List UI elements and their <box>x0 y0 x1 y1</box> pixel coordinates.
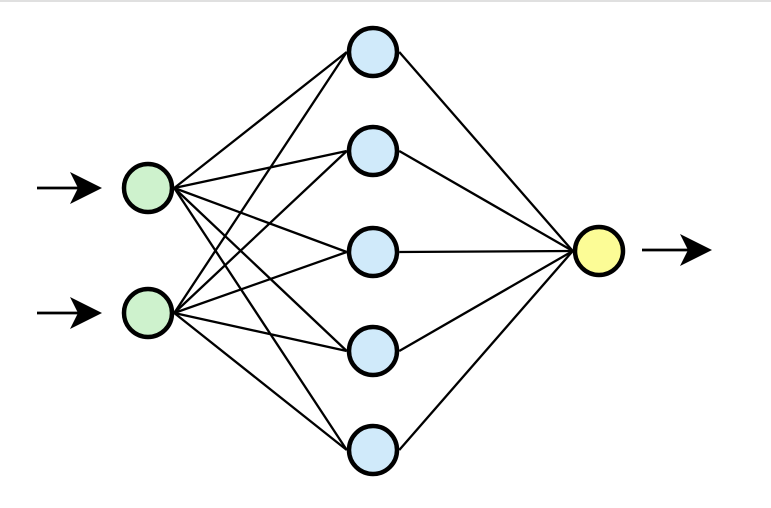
edge-h5-out1 <box>398 250 574 451</box>
edge-in1-h1 <box>173 51 348 189</box>
output-arrow <box>642 234 712 266</box>
arrow-head-icon <box>680 234 712 266</box>
input-arrow-1 <box>37 172 102 204</box>
top-border-line <box>0 0 771 2</box>
edge-in1-h2 <box>174 149 347 190</box>
edge-in2-h3 <box>173 250 348 315</box>
edge-h1-out1 <box>398 51 574 252</box>
edge-in2-h5 <box>173 312 348 451</box>
hidden-node-h4 <box>346 324 400 378</box>
edge-in1-h5 <box>173 187 348 451</box>
output-node-out1 <box>572 224 626 278</box>
input-arrow-2 <box>37 297 102 329</box>
input-node-in2 <box>121 286 175 340</box>
hidden-node-h3 <box>346 225 400 279</box>
hidden-node-h2 <box>346 124 400 178</box>
arrow-head-icon <box>70 172 102 204</box>
edge-in2-h2 <box>173 150 348 314</box>
edge-h2-out1 <box>398 150 574 252</box>
edge-in1-h3 <box>173 186 348 254</box>
edge-h4-out1 <box>398 250 574 352</box>
input-node-in1 <box>121 161 175 215</box>
edge-in2-h4 <box>174 311 347 353</box>
edge-in1-h4 <box>173 187 348 352</box>
hidden-node-h1 <box>346 25 400 79</box>
edge-h3-out1 <box>399 249 573 254</box>
edge-in2-h1 <box>173 51 348 314</box>
arrow-head-icon <box>70 297 102 329</box>
hidden-node-h5 <box>346 423 400 477</box>
